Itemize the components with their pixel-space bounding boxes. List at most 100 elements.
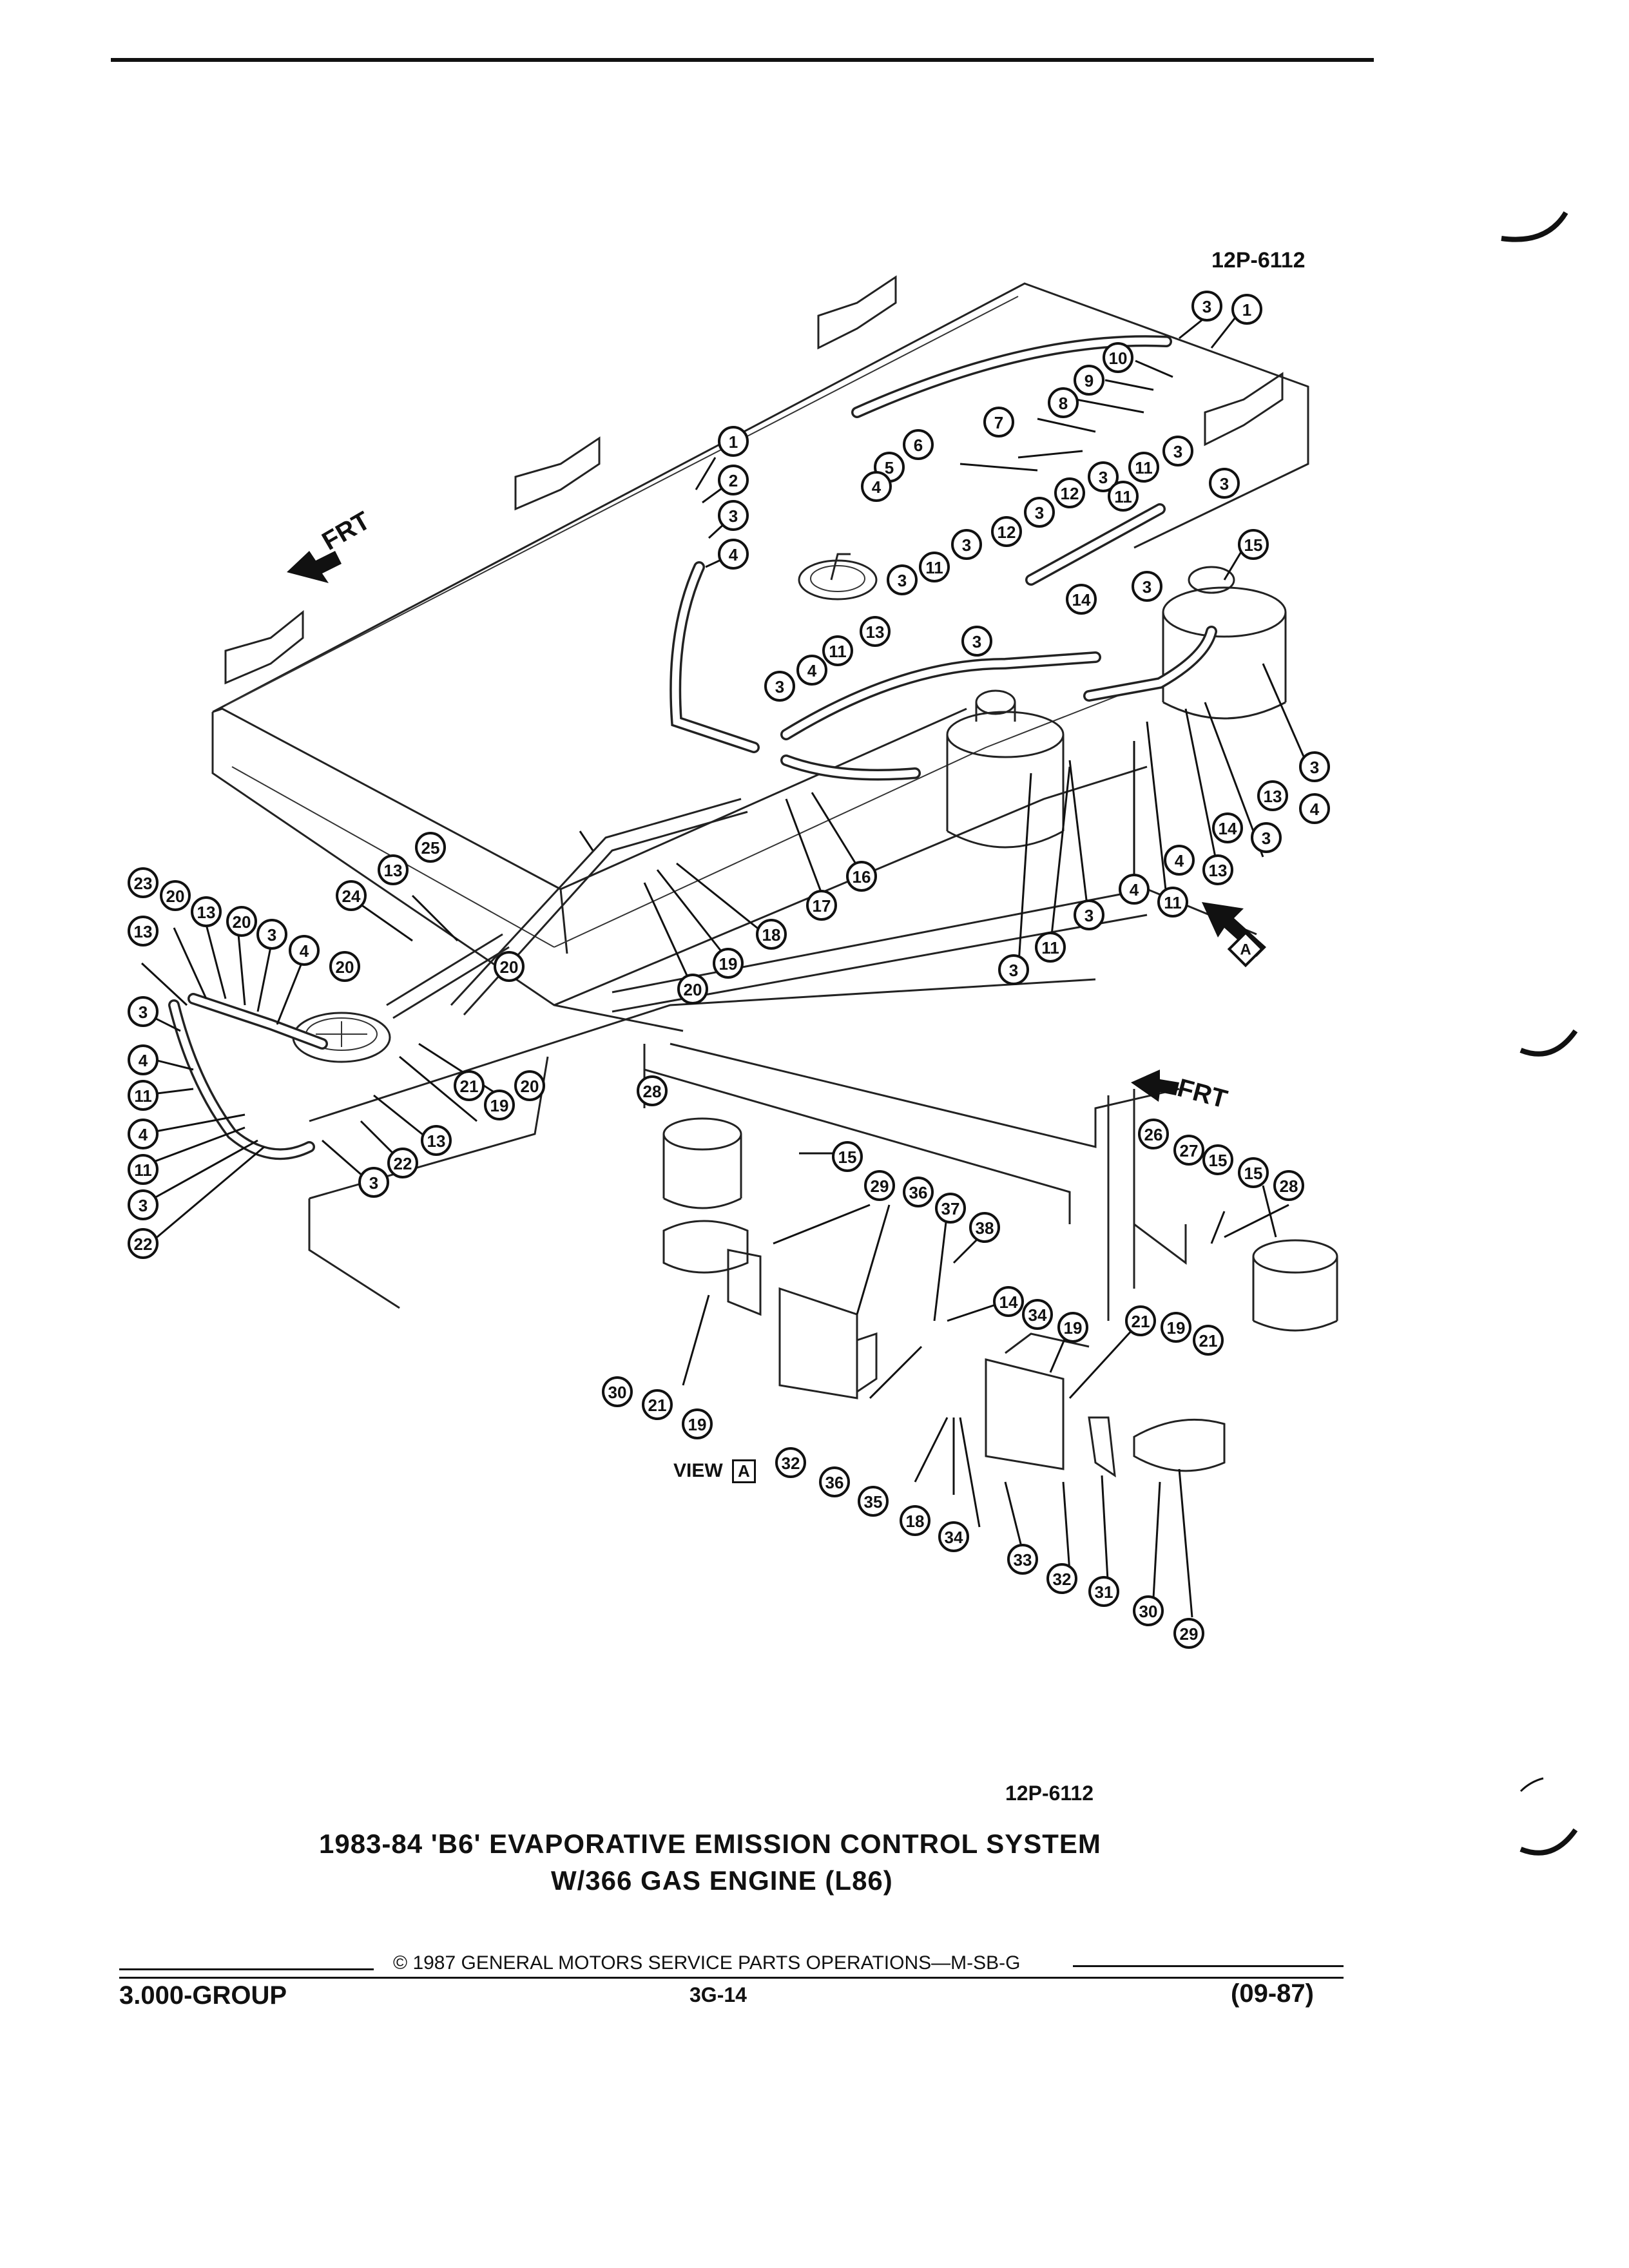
callout-circle — [336, 880, 367, 911]
callout-number: 20 — [336, 957, 354, 977]
callout-19: 19 — [682, 1408, 713, 1439]
callout-3: 3 — [1209, 468, 1240, 499]
callout-number: 28 — [1280, 1177, 1298, 1196]
callout-number: 3 — [1142, 577, 1152, 597]
callout-18: 18 — [900, 1505, 930, 1536]
callout-number: 11 — [829, 642, 847, 661]
callout-19: 19 — [713, 948, 744, 979]
callout-number: 20 — [500, 957, 519, 977]
callout-circle — [718, 500, 749, 531]
callout-number: 26 — [1144, 1125, 1163, 1144]
callout-4: 4 — [718, 539, 749, 570]
callout-number: 8 — [1059, 394, 1068, 413]
callout-17: 17 — [806, 890, 837, 921]
callout-number: 13 — [1264, 787, 1282, 806]
callout-circle — [128, 1154, 159, 1185]
callout-number: 29 — [871, 1177, 889, 1196]
fuel-tank-drawing — [211, 275, 1309, 1309]
callout-number: 12 — [998, 523, 1016, 542]
callout-number: 34 — [945, 1528, 963, 1547]
leader-lines — [140, 302, 1309, 1618]
callout-circle — [1161, 1312, 1191, 1343]
callout-20: 20 — [677, 974, 708, 1004]
callout-13: 13 — [860, 616, 891, 647]
callout-number: 19 — [1064, 1318, 1083, 1338]
callout-11: 11 — [919, 552, 950, 582]
callout-35: 35 — [858, 1486, 889, 1517]
callout-19: 19 — [1161, 1312, 1191, 1343]
callout-number: 4 — [139, 1125, 148, 1144]
callout-20: 20 — [329, 951, 360, 982]
callout-number: 21 — [1132, 1312, 1150, 1331]
callout-number: 14 — [1219, 819, 1237, 838]
callout-circle — [822, 635, 853, 666]
callout-number: 32 — [1053, 1570, 1072, 1589]
callout-28: 28 — [1273, 1170, 1304, 1201]
callout-15: 15 — [1238, 529, 1269, 560]
callout-4: 4 — [1299, 793, 1330, 824]
page-number: 3G-14 — [689, 1983, 747, 2006]
callout-number: 15 — [1244, 1164, 1263, 1183]
callout-3: 3 — [764, 671, 795, 702]
callout-number: 24 — [342, 887, 361, 906]
figure-title-line1: 1983-84 'B6' EVAPORATIVE EMISSION CONTRO… — [319, 1829, 1101, 1859]
top-rule — [111, 58, 1374, 62]
callout-number: 13 — [1209, 861, 1228, 880]
callout-3: 3 — [128, 1189, 159, 1220]
callout-number: 7 — [994, 413, 1003, 432]
callout-3: 3 — [1191, 291, 1222, 322]
callout-32: 32 — [1046, 1563, 1077, 1594]
callout-number: 19 — [490, 1096, 509, 1115]
callout-4: 4 — [289, 935, 320, 966]
callout-circle — [1138, 1119, 1169, 1149]
callout-circle — [903, 1177, 934, 1207]
callout-3: 3 — [1024, 497, 1055, 528]
callout-8: 8 — [1048, 387, 1079, 418]
canister-drawing-left — [946, 689, 1065, 849]
callout-circle — [718, 465, 749, 495]
callout-number: 3 — [1202, 297, 1211, 316]
callout-circle — [1173, 1618, 1204, 1649]
callout-32: 32 — [775, 1447, 806, 1478]
callout-circle — [919, 552, 950, 582]
callout-29: 29 — [864, 1170, 895, 1201]
callout-number: 13 — [427, 1131, 446, 1151]
callout-number: 3 — [267, 925, 276, 945]
callout-11: 11 — [1157, 887, 1188, 918]
callout-circle — [1193, 1325, 1224, 1356]
callout-21: 21 — [454, 1070, 485, 1101]
callout-number: 21 — [1199, 1331, 1218, 1350]
callout-number: 4 — [1175, 851, 1184, 870]
view-a-bracket-drawing — [644, 1043, 1338, 1478]
callout-number: 2 — [729, 471, 738, 490]
revision-date: (09-87) — [1231, 1979, 1314, 2008]
callout-3: 3 — [1088, 461, 1119, 492]
callout-number: 17 — [813, 896, 831, 916]
group-label: 3.000-GROUP — [119, 1981, 287, 2010]
callout-number: 32 — [782, 1454, 800, 1473]
view-word: VIEW — [673, 1460, 723, 1481]
callout-number: 3 — [1220, 474, 1229, 494]
callout-number: 3 — [898, 571, 907, 590]
callout-7: 7 — [983, 407, 1014, 437]
copyright-line: © 1987 GENERAL MOTORS SERVICE PARTS OPER… — [393, 1952, 1021, 1974]
callout-circle — [1088, 1576, 1119, 1607]
callout-13: 13 — [421, 1125, 452, 1156]
frt-label-upper: FRT — [318, 506, 375, 556]
callout-circle — [713, 948, 744, 979]
callout-circle — [993, 1286, 1024, 1317]
callout-circle — [935, 1193, 966, 1224]
callout-14: 14 — [1212, 812, 1243, 843]
callout-number: 3 — [972, 632, 981, 651]
callout-21: 21 — [1193, 1325, 1224, 1356]
callout-circle — [1054, 477, 1085, 508]
callout-number: 20 — [521, 1077, 539, 1096]
callout-number: 38 — [976, 1218, 994, 1238]
callout-3: 3 — [1251, 822, 1282, 853]
callout-30: 30 — [1133, 1595, 1164, 1626]
view-a-arrow-letter: A — [1240, 941, 1251, 959]
callout-number: 4 — [1130, 880, 1139, 899]
callout-number: 13 — [384, 861, 403, 880]
callout-circle — [358, 1167, 389, 1198]
callout-18: 18 — [756, 919, 787, 950]
